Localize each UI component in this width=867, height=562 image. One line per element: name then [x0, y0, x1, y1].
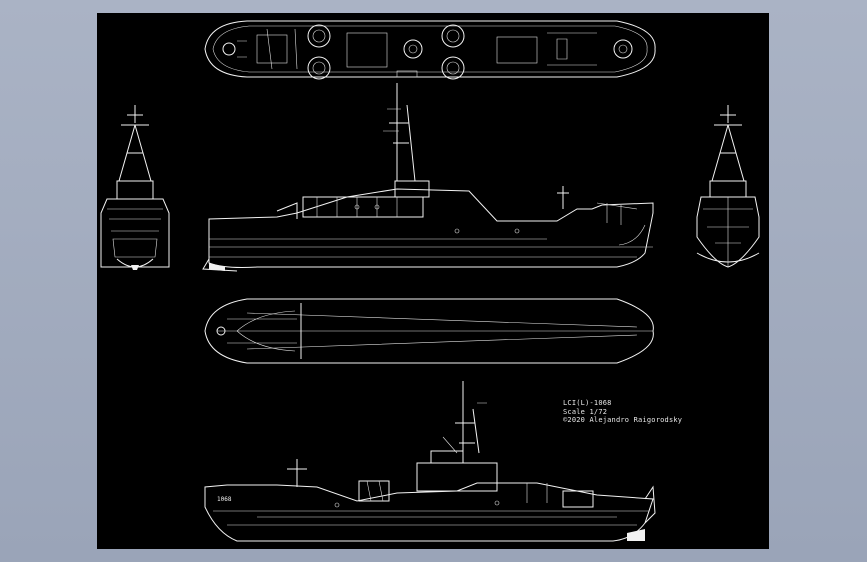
- hull-bottom-view: [204, 298, 654, 364]
- title-block-scale: Scale 1/72: [563, 407, 608, 416]
- ship-blueprint: 1068: [100, 20, 760, 542]
- hull-number-lower: 1068: [217, 496, 232, 503]
- title-block-copyright: ©2020 Alejandro Raigorodsky: [563, 416, 683, 424]
- side-profile-lower: 1068: [204, 381, 656, 542]
- drawing-canvas: 1068 LCI(L)-1068 Scale 1/72 ©2020 Alejan…: [97, 13, 769, 549]
- front-view: [100, 105, 170, 270]
- side-profile-upper: [202, 83, 654, 272]
- stern-view: [696, 105, 760, 268]
- title-block: LCI(L)-1068 Scale 1/72 ©2020 Alejandro R…: [563, 399, 682, 425]
- deck-plan-view: [204, 20, 656, 80]
- title-block-designation: LCI(L)-1068: [563, 399, 612, 407]
